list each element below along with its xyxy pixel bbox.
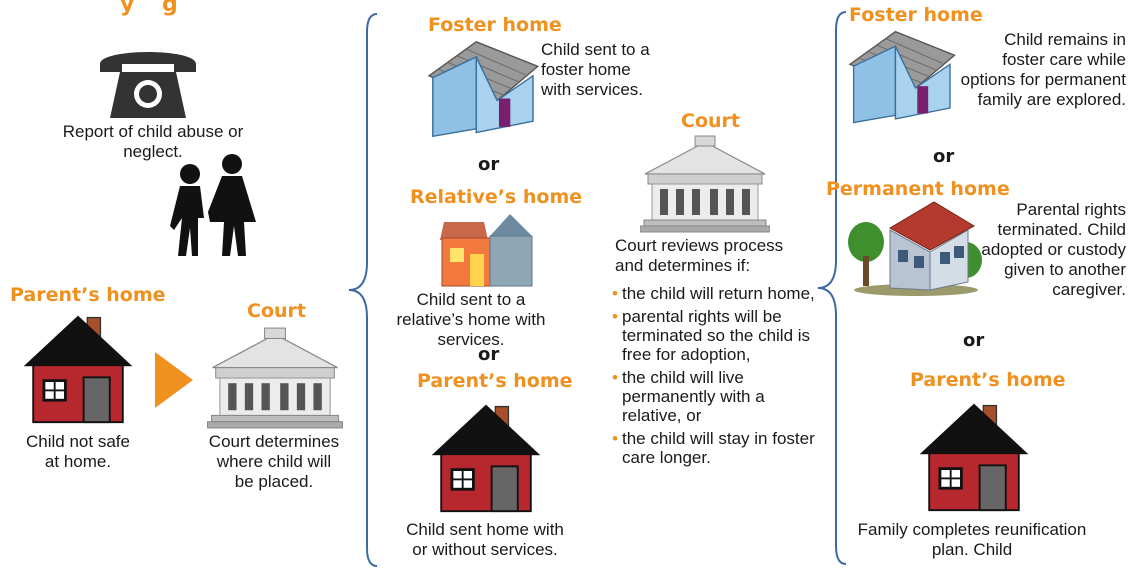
foster-house-icon-1 <box>418 38 544 142</box>
parent-home-heading: Parent’s home <box>10 284 166 306</box>
foster-home-text-2: Child remains in foster care while optio… <box>960 30 1126 109</box>
permanent-home-heading: Permanent home <box>826 178 1010 200</box>
court-outcome-item: the child will return home, <box>612 284 816 303</box>
court-heading-2: Court <box>681 110 740 132</box>
courthouse-icon-2 <box>640 134 770 234</box>
parent-home-heading-3: Parent’s home <box>910 369 1066 391</box>
report-text: Report of child abuse or neglect. <box>62 122 244 161</box>
parent-house-icon-2 <box>430 398 542 516</box>
relative-house-icon <box>440 208 536 288</box>
parent-home-text-2: Child sent home with or without services… <box>406 520 564 559</box>
court-determines-text: Court determines where child will be pla… <box>208 432 340 491</box>
child-not-safe-text: Child not safe at home. <box>26 432 130 471</box>
permanent-home-text: Parental rights terminated. Child adopte… <box>981 200 1126 299</box>
family-reunification-text: Family completes reunification plan. Chi… <box>857 520 1087 559</box>
foster-home-heading-2: Foster home <box>849 4 983 26</box>
left-brace-2 <box>814 10 850 566</box>
court-outcome-item: parental rights will be terminated so th… <box>612 307 816 364</box>
courthouse-icon-1 <box>207 326 343 430</box>
telephone-icon <box>96 42 200 122</box>
relative-home-heading: Relative’s home <box>410 186 583 208</box>
parent-house-icon <box>22 312 134 424</box>
parent-house-icon-3 <box>918 398 1030 514</box>
court-outcome-item: the child will stay in foster care longe… <box>612 429 816 467</box>
left-brace-1 <box>345 12 381 568</box>
or-label-4: or <box>963 330 985 351</box>
foster-house-icon-2 <box>840 28 960 128</box>
relative-home-text: Child sent to a relative’s home with ser… <box>396 290 546 349</box>
arrow-right-icon <box>155 352 193 408</box>
court-outcome-item: the child will live permanently with a r… <box>612 368 816 425</box>
foster-home-text-1: Child sent to a foster home with service… <box>541 40 650 99</box>
title-fragment: y g <box>120 0 188 17</box>
children-icon <box>168 152 260 260</box>
court-heading-1: Court <box>247 300 306 322</box>
or-label-1: or <box>478 154 500 175</box>
or-label-3: or <box>933 146 955 167</box>
court-outcomes-list: the child will return home, parental rig… <box>612 284 816 471</box>
parent-home-heading-2: Parent’s home <box>417 370 573 392</box>
foster-home-heading-1: Foster home <box>428 14 562 36</box>
court-reviews-intro: Court reviews process and determines if: <box>615 236 784 275</box>
permanent-house-icon <box>846 198 984 298</box>
or-label-2: or <box>478 344 500 365</box>
